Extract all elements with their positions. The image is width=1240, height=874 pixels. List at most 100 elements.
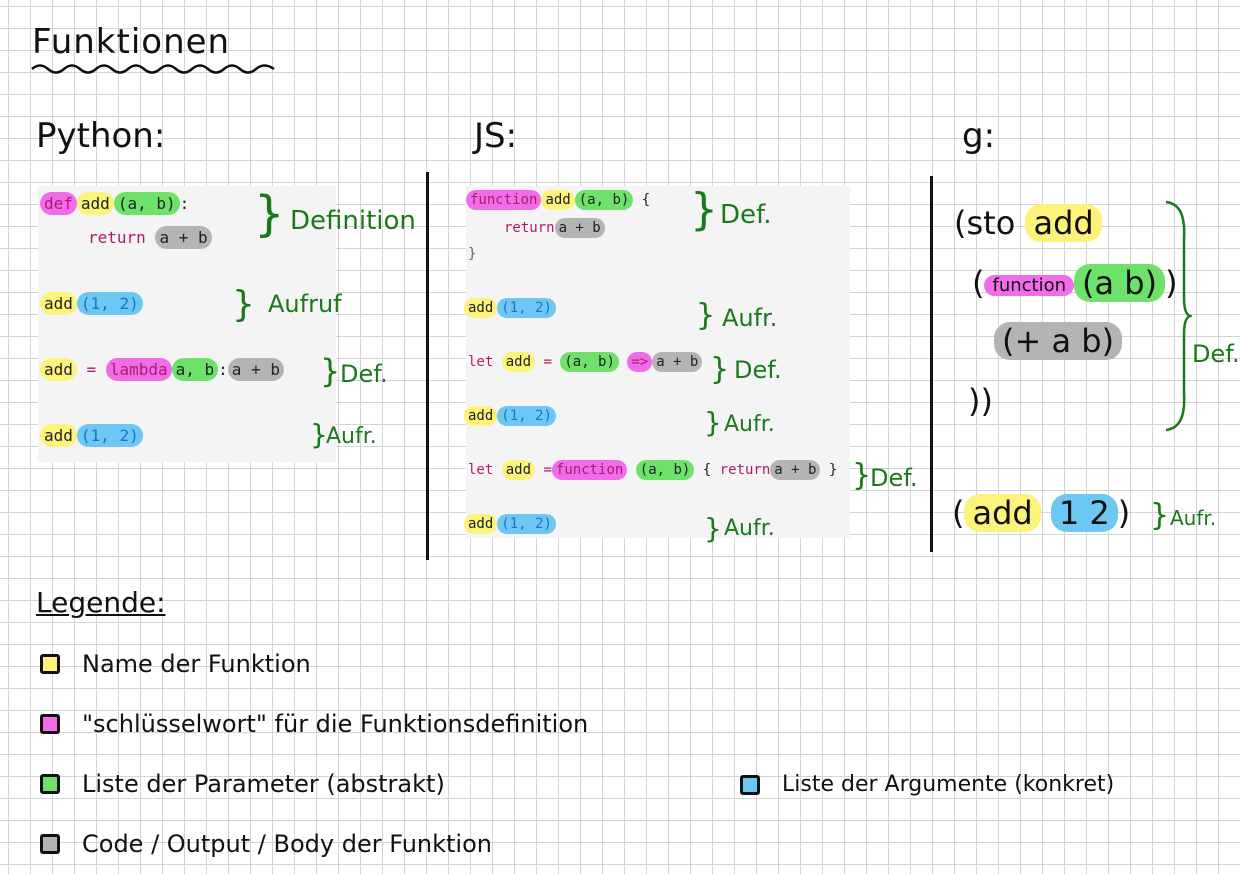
js-call1-name: add — [464, 298, 498, 318]
js-heading: JS: — [474, 116, 518, 156]
js-function-params: (a, b) — [574, 190, 634, 210]
g-call-brace: } — [1150, 498, 1170, 533]
python-call2-line: add(1, 2) — [40, 424, 143, 447]
g-call-args: 1 2 — [1050, 494, 1118, 532]
js-fnexpr-let: let — [468, 462, 494, 478]
js-note-aufr2: Aufr. — [724, 412, 775, 437]
g-function-keyword: function — [984, 274, 1075, 296]
legend-swatch-blue — [740, 774, 760, 795]
python-lambda-colon: : — [218, 360, 228, 379]
js-fnexpr-eq: = — [543, 462, 552, 478]
python-call1-args: (1, 2) — [76, 292, 143, 315]
js-def-brace: } — [690, 184, 718, 235]
python-note-aufruf: Aufruf — [268, 290, 342, 318]
python-def2-brace: } — [320, 352, 341, 390]
python-def-params: (a, b) — [113, 192, 180, 215]
g-line2-close: ) — [1165, 264, 1178, 302]
js-arrow-operator: => — [627, 352, 653, 372]
js-fnexpr-open: { — [702, 462, 712, 478]
g-def-name: add — [1025, 204, 1102, 242]
legend-label-arguments: Liste der Argumente (konkret) — [782, 772, 1115, 797]
legend-swatch-magenta — [40, 714, 60, 734]
legend-item-arguments: Liste der Argumente (konkret) — [740, 772, 1114, 797]
js-fnexpr-body: a + b — [770, 460, 821, 480]
js-call1-line: add(1, 2) — [464, 298, 556, 318]
title-underline — [31, 64, 275, 74]
g-note-aufr: Aufr. — [1170, 506, 1217, 530]
legend-item-keyword: "schlüsselwort" für die Funktionsdefinit… — [40, 710, 588, 738]
g-sto: (sto — [954, 204, 1016, 242]
divider-left — [426, 172, 429, 560]
python-call1-line: add(1, 2) — [40, 292, 143, 315]
js-arrow-name: add — [501, 352, 536, 372]
legend-item-name: Name der Funktion — [40, 650, 311, 678]
python-call2-args: (1, 2) — [76, 424, 143, 447]
js-fnexpr-params: (a, b) — [635, 460, 695, 480]
python-call2-brace: } — [310, 418, 328, 451]
js-def3-brace: } — [852, 458, 872, 493]
js-note-def2: Def. — [734, 356, 782, 384]
js-fnexpr-close: } — [828, 462, 838, 478]
js-return-keyword: return — [504, 220, 555, 236]
python-lambda-params: a, b — [171, 358, 219, 381]
legend-label-parameters: Liste der Parameter (abstrakt) — [82, 770, 445, 798]
g-call-close: ) — [1117, 494, 1131, 532]
js-call2-name: add — [464, 406, 498, 426]
python-call-brace: } — [232, 284, 255, 325]
js-note-aufr1: Aufr. — [722, 304, 778, 332]
python-lambda-name: add — [40, 358, 77, 381]
python-return-line: return a + b — [88, 226, 212, 249]
js-call1-args: (1, 2) — [497, 298, 556, 318]
legend-item-body: Code / Output / Body der Funktion — [40, 830, 492, 858]
js-fnexpr-return: return — [719, 462, 771, 478]
legend-heading: Legende: — [36, 586, 166, 619]
js-call3-line: add(1, 2) — [464, 514, 556, 534]
g-def-params: (a b) — [1074, 264, 1166, 302]
legend-swatch-yellow — [40, 654, 60, 674]
js-arrow-body: a + b — [652, 352, 703, 372]
js-return-body: a + b — [554, 218, 605, 238]
js-call3-args: (1, 2) — [497, 514, 556, 534]
g-call-line: (add 1 2) — [952, 494, 1130, 532]
js-arrow-line: let add = (a, b) =>a + b — [468, 352, 703, 372]
g-call-name: add — [964, 494, 1041, 532]
js-note-aufr3: Aufr. — [724, 516, 775, 541]
js-call3-brace: } — [704, 512, 722, 545]
g-def-brace — [1165, 200, 1192, 432]
python-heading: Python: — [36, 116, 166, 156]
python-note-aufr2: Aufr. — [326, 424, 377, 449]
g-call-open: ( — [952, 494, 965, 532]
js-call2-line: add(1, 2) — [464, 406, 556, 426]
g-line2: (function(a b)) — [972, 264, 1178, 302]
js-note-def: Def. — [720, 200, 772, 230]
g-note-def: Def. — [1192, 340, 1240, 368]
js-call1-brace: } — [696, 298, 716, 333]
js-note-def3: Def. — [870, 464, 918, 492]
g-heading: g: — [962, 116, 996, 156]
python-call2-name: add — [40, 424, 77, 447]
python-def-keyword: def — [40, 192, 77, 215]
python-def-brace: } — [254, 186, 285, 242]
js-call3-name: add — [464, 514, 498, 534]
js-call2-brace: } — [704, 406, 722, 439]
legend-label-body: Code / Output / Body der Funktion — [82, 830, 492, 858]
g-line2-open: ( — [972, 264, 985, 302]
python-note-def2: Def. — [340, 360, 388, 388]
python-lambda-eq: = — [86, 360, 97, 379]
python-call1-name: add — [40, 292, 77, 315]
js-arrow-params: (a, b) — [560, 352, 619, 372]
page-title: Funktionen — [32, 22, 231, 62]
js-function-close: } — [468, 246, 477, 262]
js-call2-args: (1, 2) — [497, 406, 556, 426]
legend-swatch-grey — [40, 834, 60, 854]
python-lambda-keyword: lambda — [105, 358, 172, 381]
g-line3: (+ a b) — [994, 322, 1123, 360]
legend-item-parameters: Liste der Parameter (abstrakt) — [40, 770, 445, 798]
g-line4: )) — [968, 382, 993, 420]
js-function-name: add — [541, 190, 575, 210]
g-def-body: (+ a b) — [994, 322, 1123, 360]
